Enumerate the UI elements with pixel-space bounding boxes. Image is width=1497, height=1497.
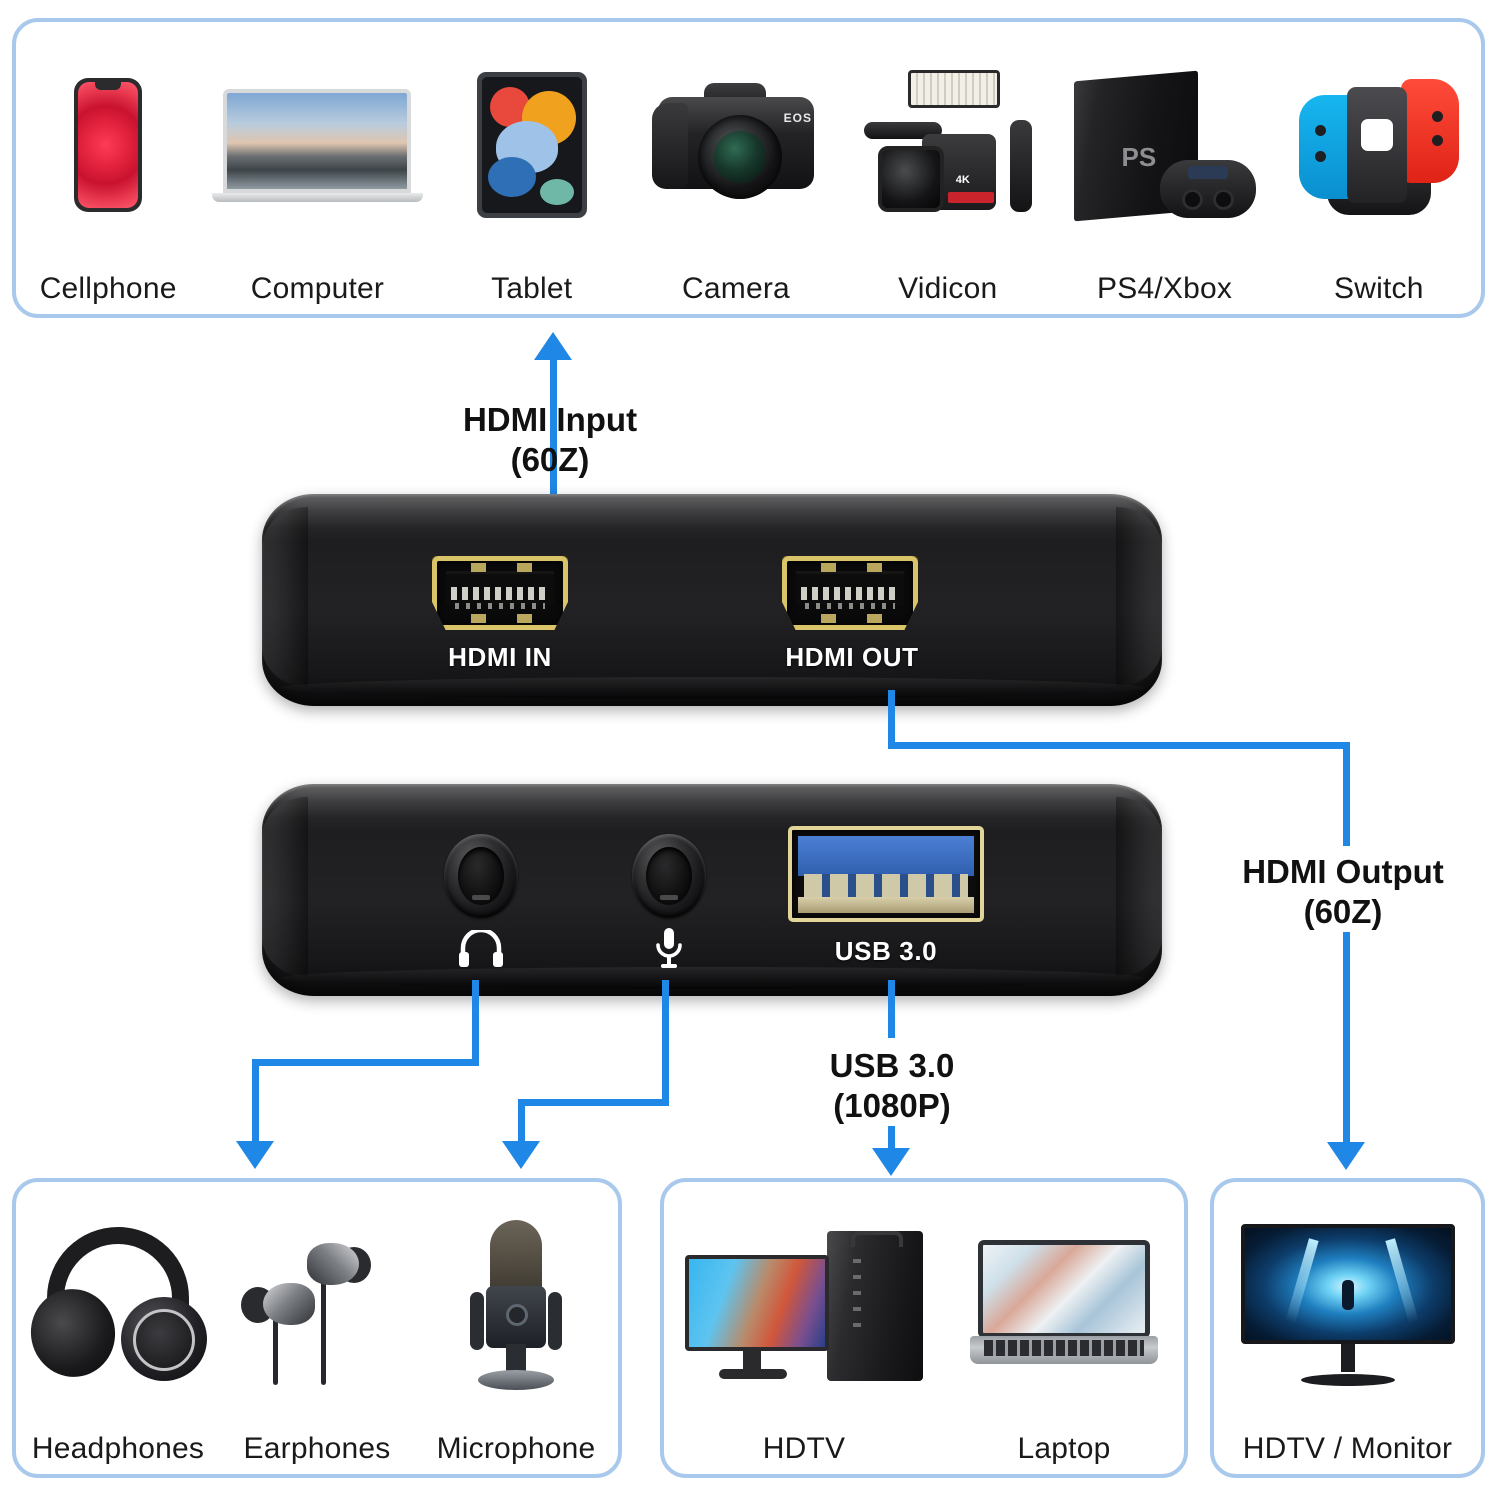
body-bevel-right [1116, 506, 1162, 687]
over-ear-headphones-icon [18, 1182, 218, 1428]
source-device-cellphone: Cellphone [23, 22, 193, 314]
hdmi-input-annotation: HDMI Input (60Z) [400, 400, 700, 481]
hdmi-input-line [550, 358, 557, 540]
capture-card-back: USB 3.0 [262, 784, 1162, 996]
source-label: Computer [250, 272, 385, 305]
body-bevel-right [1116, 796, 1162, 977]
microphone-icon [656, 928, 682, 968]
mic-line-v2 [518, 1099, 525, 1141]
mic-arrow [502, 1141, 540, 1169]
source-device-tablet: Tablet [442, 22, 622, 314]
hdmi-in-caption: HDMI IN [448, 642, 552, 672]
headphone-jack-port[interactable] [444, 834, 518, 918]
audio-label: Microphone [436, 1432, 596, 1465]
headphone-line-h [252, 1059, 479, 1066]
desktop-computer-icon [674, 1182, 934, 1428]
source-label: Camera [682, 272, 790, 305]
condenser-microphone-icon [416, 1182, 616, 1428]
audio-device-headphones: Headphones [18, 1182, 218, 1474]
audio-device-earphones: Earphones [222, 1182, 412, 1474]
hdmi-out-caption: HDMI OUT [785, 642, 919, 672]
audio-devices-box: Headphones Earphones [12, 1178, 622, 1478]
usb-output-line1: USB 3.0 [829, 1047, 955, 1084]
hdmi-input-arrow [534, 332, 572, 360]
usb-arrow [872, 1148, 910, 1176]
laptop-icon [207, 22, 427, 268]
game-console-icon: PS [1060, 22, 1270, 268]
source-label: PS4/Xbox [1097, 272, 1233, 305]
hdmi-in-port[interactable] [432, 556, 568, 630]
usb-3-caption: USB 3.0 [834, 936, 938, 966]
body-bevel-left [262, 796, 308, 977]
camcorder-icon: 4K [850, 22, 1045, 268]
smartphone-icon [23, 22, 193, 268]
headphone-line-v1 [472, 980, 479, 1066]
hdmi-passthrough-devices-box: HDTV / Monitor [1210, 1178, 1485, 1478]
usb-3-port[interactable] [788, 826, 984, 922]
input-sources-box: Cellphone Computer Tablet [12, 18, 1485, 318]
source-label: Vidicon [898, 272, 998, 305]
usb-device-label: HDTV [762, 1432, 846, 1465]
headphone-icon [459, 930, 503, 967]
usb-device-label: Laptop [1017, 1432, 1111, 1465]
source-label: Switch [1334, 272, 1424, 305]
headphone-line-v2 [252, 1059, 259, 1141]
usb-device-hdtv: HDTV [674, 1182, 934, 1474]
hdmi-output-line1: HDMI Output [1242, 853, 1444, 890]
hdmi-output-arrow [1327, 1142, 1365, 1170]
microphone-jack-port[interactable] [632, 834, 706, 918]
hdmi-out-device-label: HDTV / Monitor [1242, 1432, 1453, 1465]
audio-device-microphone: Microphone [416, 1182, 616, 1474]
hdmi-out-line-h [888, 742, 1350, 749]
hdmi-input-line1: HDMI Input [462, 401, 638, 438]
hdmi-input-line2: (60Z) [510, 441, 590, 479]
body-bevel-left [262, 506, 308, 687]
dslr-camera-icon: EOS [636, 22, 836, 268]
gaming-monitor-icon [1218, 1182, 1478, 1428]
source-label: Cellphone [39, 272, 177, 305]
source-device-computer: Computer [207, 22, 427, 314]
audio-label: Earphones [243, 1432, 391, 1465]
usb-line-v2 [888, 1126, 895, 1150]
hdmi-output-line2: (60Z) [1303, 893, 1383, 931]
hdmi-out-device-monitor: HDTV / Monitor [1218, 1182, 1478, 1474]
hdmi-out-line-v3 [1343, 932, 1350, 1142]
hdmi-out-port[interactable] [782, 556, 918, 630]
mic-line-h [518, 1099, 669, 1106]
hdmi-out-line-v2 [1343, 742, 1350, 846]
source-device-switch: Switch [1284, 22, 1474, 314]
usb-output-annotation: USB 3.0 (1080P) [742, 1046, 1042, 1127]
hdmi-out-line-v1 [888, 690, 895, 742]
capture-card-front: HDMI IN HDMI OUT [262, 494, 1162, 706]
usb-device-laptop: Laptop [954, 1182, 1174, 1474]
hdmi-output-annotation: HDMI Output (60Z) [1193, 852, 1493, 933]
usb-recording-devices-box: HDTV Laptop [660, 1178, 1188, 1478]
in-ear-earphones-icon [222, 1182, 412, 1428]
usb-output-line2: (1080P) [833, 1087, 951, 1125]
source-device-vidicon: 4K Vidicon [850, 22, 1045, 314]
source-label: Tablet [491, 272, 573, 305]
usb-line-v1 [888, 980, 895, 1038]
headphone-arrow [236, 1141, 274, 1169]
source-device-console: PS PS4/Xbox [1060, 22, 1270, 314]
mic-line-v1 [662, 980, 669, 1106]
source-device-camera: EOS Camera [636, 22, 836, 314]
nintendo-switch-icon [1284, 22, 1474, 268]
laptop-icon [954, 1182, 1174, 1428]
tablet-icon [442, 22, 622, 268]
audio-label: Headphones [31, 1432, 205, 1465]
